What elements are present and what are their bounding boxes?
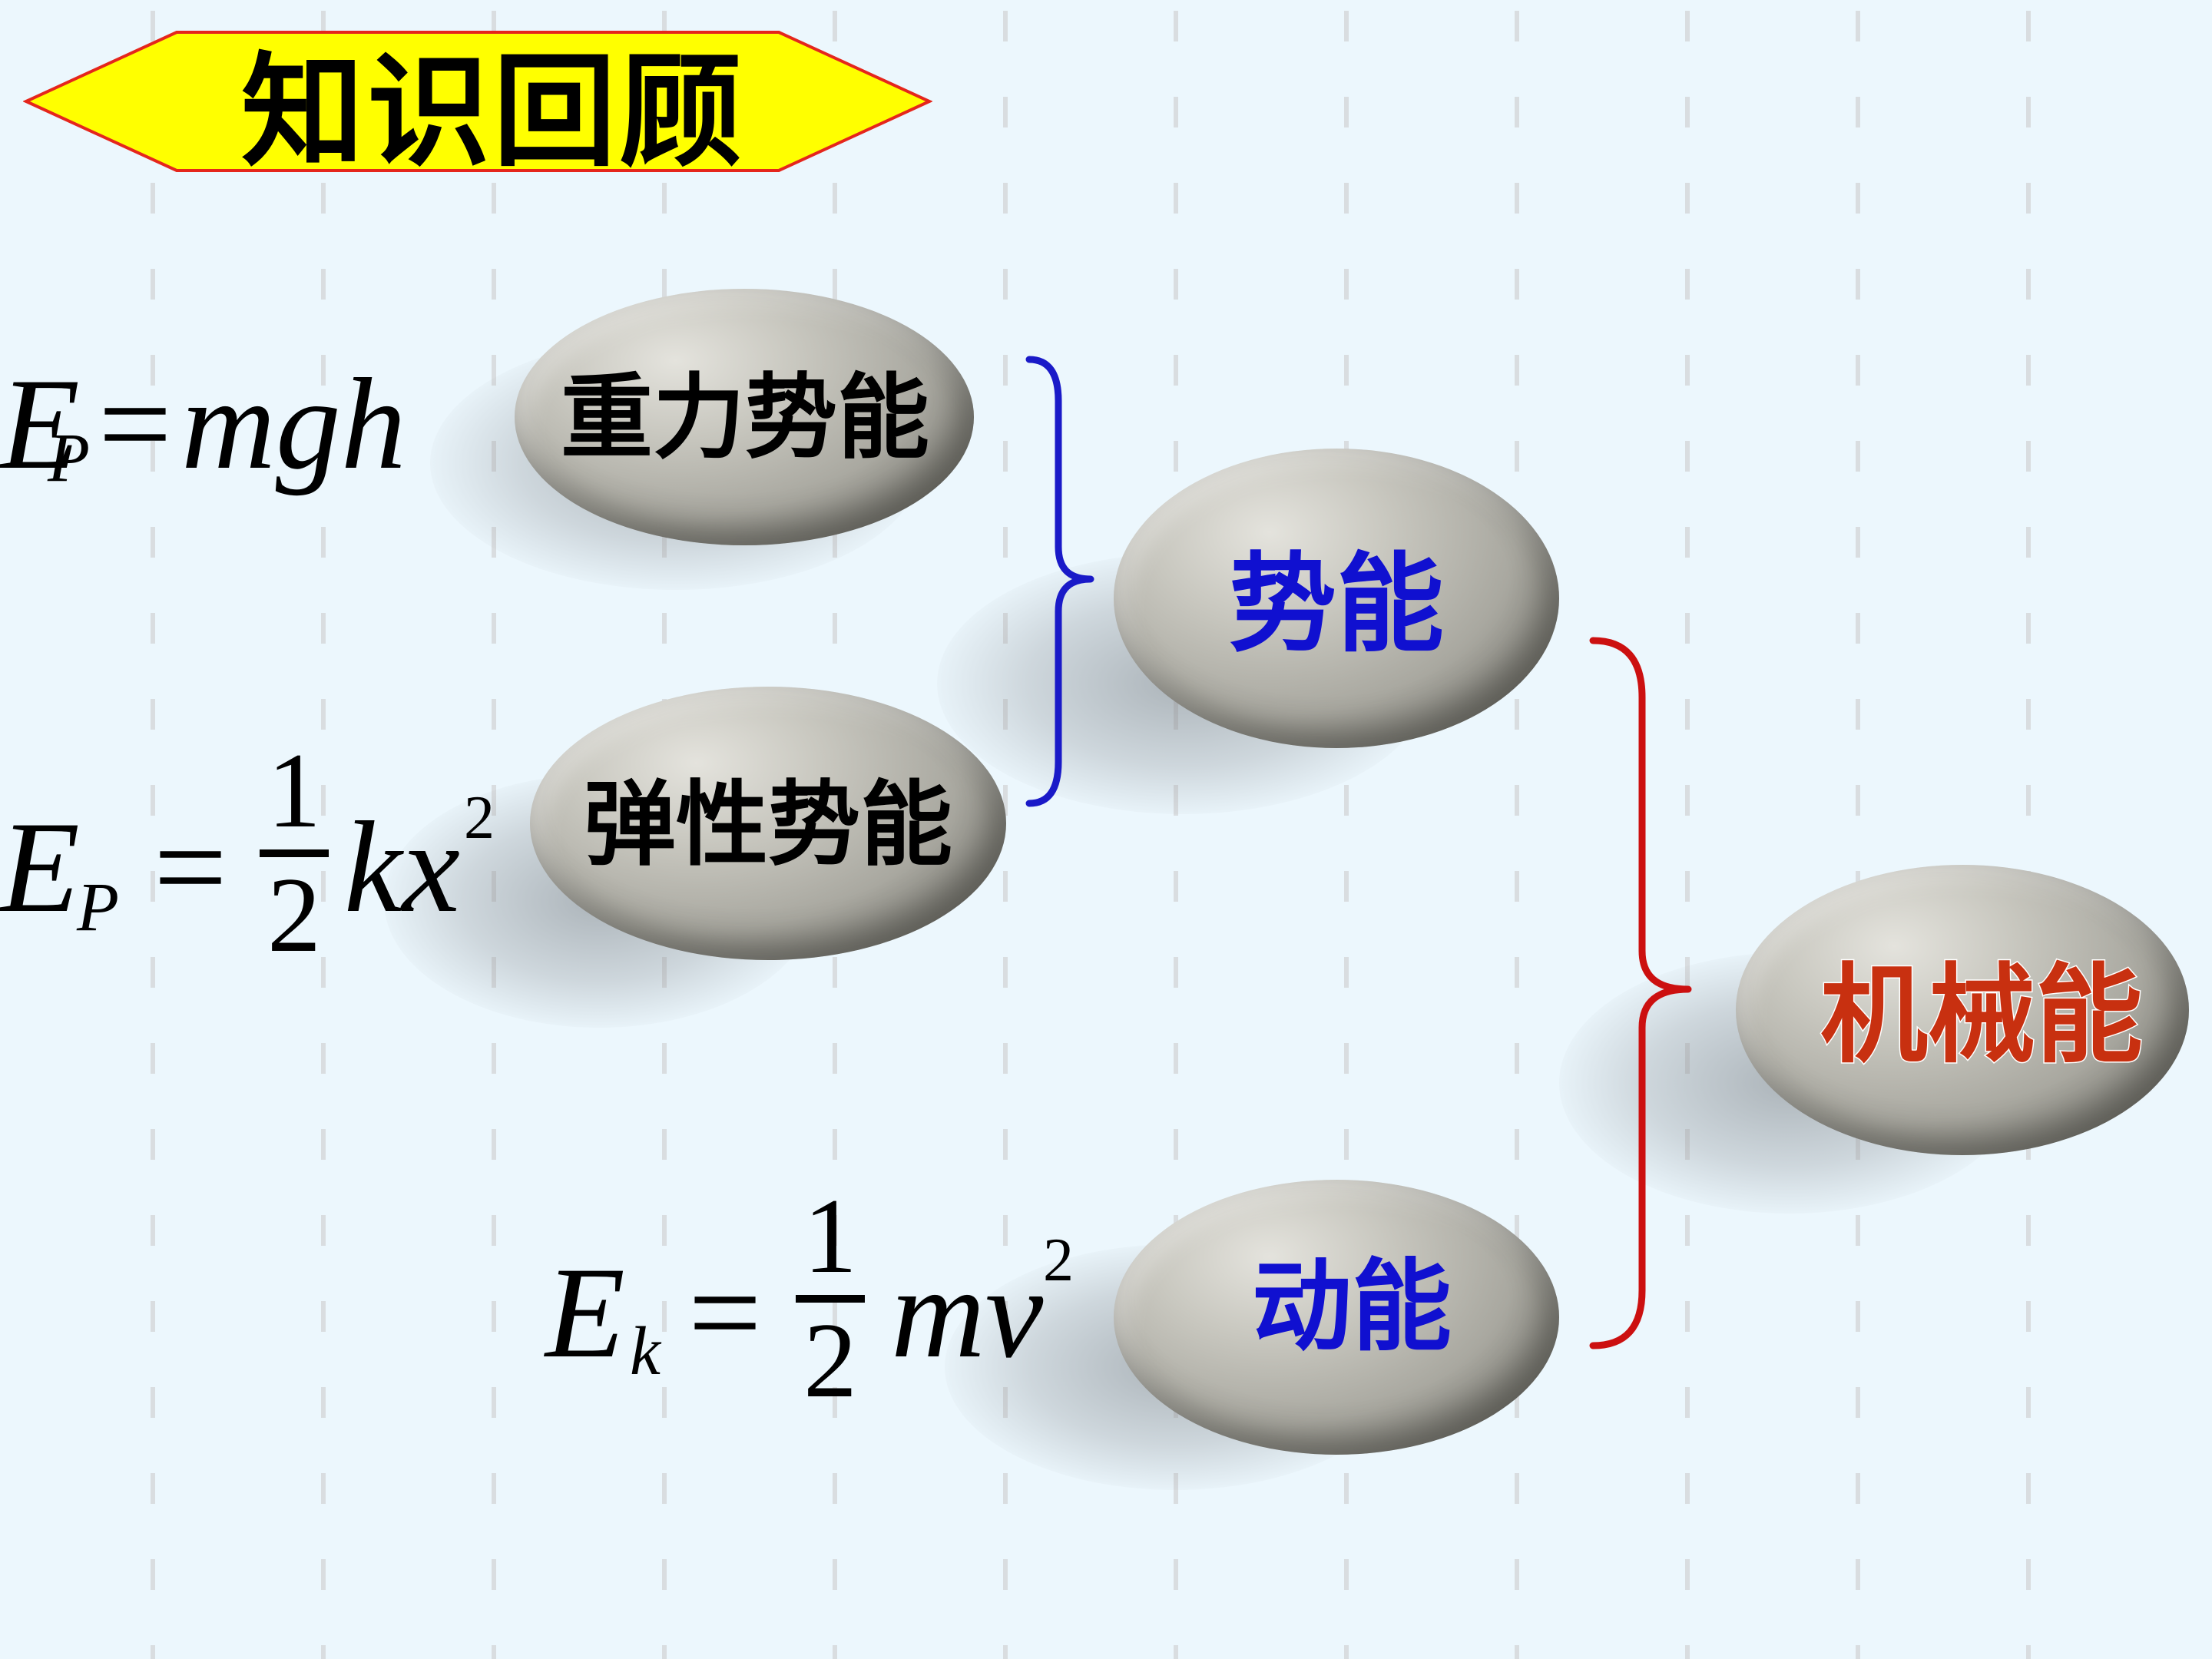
fraction-numerator: 1 xyxy=(803,1177,857,1296)
formula-subscript: P xyxy=(77,869,119,945)
stone-label-potential: 势能 xyxy=(1228,542,1444,667)
formula-gravity-pe: E P = mgh xyxy=(0,349,492,503)
formula-variable: kx xyxy=(344,795,460,939)
formula-superscript: 2 xyxy=(464,784,495,852)
fraction-denominator: 2 xyxy=(267,856,321,975)
formula-symbol-e: E xyxy=(0,795,80,939)
stone-body xyxy=(530,687,1006,960)
stone-potential: 势能 xyxy=(937,445,1582,830)
formula-kinetic: E k = 1 2 mv 2 xyxy=(545,1183,1098,1444)
formula-symbol-e: E xyxy=(0,352,80,496)
formula-subscript: k xyxy=(630,1313,661,1389)
fraction-bar xyxy=(260,849,329,857)
formula-elastic-pe: E P = 1 2 kx 2 xyxy=(0,737,522,998)
stone-body xyxy=(1114,449,1559,748)
formula-superscript: 2 xyxy=(1043,1227,1074,1294)
page-title: 知识回顾 xyxy=(240,39,745,184)
grid-line xyxy=(2026,11,2031,1659)
stone-kinetic: 动能 xyxy=(945,1175,1575,1498)
stone-label-gravity-pe: 重力势能 xyxy=(561,365,929,472)
fraction-bar xyxy=(796,1295,865,1303)
fraction-numerator: 1 xyxy=(267,731,321,850)
stone-body xyxy=(515,289,974,545)
stone-elastic-pe: 弹性势能 xyxy=(384,682,1014,1043)
banner-hexagon xyxy=(22,31,933,172)
formula-variable: mv xyxy=(891,1240,1044,1385)
stone-label-elastic-pe: 弹性势能 xyxy=(584,772,952,879)
stone-gravity-pe: 重力势能 xyxy=(430,283,983,590)
grid-line xyxy=(1856,11,1860,1659)
red-curly-bracket xyxy=(1589,637,1692,1349)
blue-curly-bracket xyxy=(1025,356,1094,807)
formula-equals: = xyxy=(154,795,227,939)
banner-hexagon-shape xyxy=(22,31,933,172)
formula-symbol-e: E xyxy=(545,1240,625,1385)
formula-equals: = xyxy=(98,352,172,496)
stone-label-mechanical: 机械能 xyxy=(1819,952,2144,1080)
formula-fraction: 1 2 xyxy=(796,1183,865,1415)
title-banner: 知识回顾 xyxy=(22,29,933,184)
formula-rhs: mgh xyxy=(181,352,406,496)
stone-mechanical: 机械能 xyxy=(1559,860,2197,1221)
stone-body xyxy=(1736,865,2189,1155)
stone-label-kinetic: 动能 xyxy=(1251,1248,1452,1365)
fraction-denominator: 2 xyxy=(803,1301,857,1420)
formula-fraction: 1 2 xyxy=(260,737,329,969)
formula-equals: = xyxy=(688,1240,762,1385)
stone-body xyxy=(1114,1180,1559,1455)
formula-subscript: P xyxy=(48,420,90,496)
